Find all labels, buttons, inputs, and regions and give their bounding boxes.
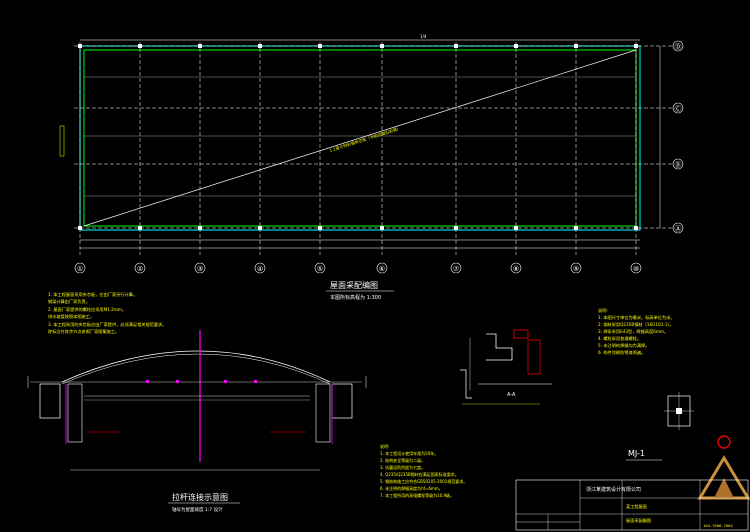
vertical-axis-lines (79, 42, 637, 255)
drawing-number: 104-7008-7064 (703, 523, 733, 528)
slope-note: 1.2英寸的彩钢夹芯板（卡扣式暗扣彩钢） (328, 125, 401, 153)
axis-label-2: ② (137, 265, 143, 273)
svg-text:3. 抗震设防烈度为七度。: 3. 抗震设防烈度为七度。 (380, 464, 425, 470)
svg-text:钢梁计算由厂家负责。: 钢梁计算由厂家负责。 (48, 298, 90, 305)
notes-left: 1. 本工程屋面采用夹芯板，应由厂家另行计算。 钢梁计算由厂家负责。 2. 屋面… (48, 291, 166, 335)
left-marker (59, 125, 65, 157)
svg-text:1. 本工程设计使用年限为50年。: 1. 本工程设计使用年限为50年。 (380, 450, 438, 456)
axis-label-9: ⑨ (573, 265, 579, 273)
notes-right: 说明: 1. 本图尺寸单位为毫米，标高单位为米。 2. 钢材采用Q235B钢材（… (598, 307, 675, 356)
svg-text:3. 焊条采用E43型，焊缝高度6mm。: 3. 焊条采用E43型，焊缝高度6mm。 (598, 328, 668, 335)
aa-detail (460, 329, 552, 405)
svg-text:6. 未注明的焊缝高度为hf=6mm。: 6. 未注明的焊缝高度为hf=6mm。 (380, 485, 443, 491)
plan-title: 屋面采配编图 (330, 280, 378, 290)
company-name: 浙江某建筑设计有限公司 (586, 486, 641, 493)
svg-text:5. 钢结构施工应符合GB50205-2001规范要求。: 5. 钢结构施工应符合GB50205-2001规范要求。 (380, 478, 467, 484)
svg-text:1. 本图尺寸单位为毫米，标高单位为米。: 1. 本图尺寸单位为毫米，标高单位为米。 (598, 314, 675, 321)
axis-label-3: ③ (197, 265, 203, 273)
svg-text:2. 钢材采用Q235B钢材（16G101-1）。: 2. 钢材采用Q235B钢材（16G101-1）。 (598, 321, 674, 328)
svg-text:1. 本工程屋面采用夹芯板，应由厂家另行计算。: 1. 本工程屋面采用夹芯板，应由厂家另行计算。 (48, 291, 137, 298)
axis-label-1: ① (77, 265, 83, 273)
horizontal-axis-lines (74, 45, 672, 229)
svg-text:说明:: 说明: (598, 307, 608, 314)
svg-text:5. 未注明的焊缝均为满焊。: 5. 未注明的焊缝均为满焊。 (598, 342, 649, 349)
drawing-name: 屋面采配编图 (626, 517, 651, 524)
diagonal-bracing (83, 49, 637, 227)
axis-label-6: ⑥ (379, 265, 385, 273)
svg-text:说明:: 说明: (380, 443, 389, 449)
section-title: 拉杆连接示意图 (172, 492, 228, 502)
svg-text:4. 螺栓采用普通螺栓。: 4. 螺栓采用普通螺栓。 (598, 335, 641, 342)
svg-text:除标注外其余节点参照厂家图集施工。: 除标注外其余节点参照厂家图集施工。 (48, 328, 119, 335)
aa-label: A-A (507, 392, 516, 398)
svg-text:3. 本工程采用的夹芯板应由厂家提供，必须满足相关规范要求。: 3. 本工程采用的夹芯板应由厂家提供，必须满足相关规范要求。 (48, 321, 166, 328)
axis-label-10: ⑩ (633, 265, 639, 273)
axis-label-7: ⑦ (453, 265, 459, 273)
svg-text:7. 本工程所用的高强螺栓等级为10.9级。: 7. 本工程所用的高强螺栓等级为10.9级。 (380, 492, 454, 498)
plan-subtitle: 本图所标高程为 1:300 (330, 294, 381, 301)
svg-text:6. 构件涂刷防锈漆两遍。: 6. 构件涂刷防锈漆两遍。 (598, 349, 645, 356)
top-dimension: 1/4 (420, 34, 427, 39)
mj-detail (664, 392, 694, 430)
axis-label-b: Ⓑ (675, 161, 682, 169)
axis-label-5: ⑤ (317, 265, 323, 273)
axis-number-bubbles (74, 40, 684, 274)
notes-bottom: 说明: 1. 本工程设计使用年限为50年。 2. 结构安全等级为二级。 3. 抗… (380, 443, 467, 498)
project-name: 某工程屋面 (626, 503, 647, 510)
svg-text:排水坡度按照本图施工。: 排水坡度按照本图施工。 (48, 313, 94, 320)
svg-text:2. 结构安全等级为二级。: 2. 结构安全等级为二级。 (380, 457, 425, 463)
watermark-logo (697, 435, 750, 500)
axis-label-c: Ⓒ (675, 105, 682, 113)
title-block (515, 479, 749, 531)
section-subtitle: 轴号为屋面坡度 1:7 设计 (172, 506, 223, 513)
svg-text:4. Q235/Q235B钢材应满足国家标准要求。: 4. Q235/Q235B钢材应满足国家标准要求。 (380, 471, 459, 477)
roof-plan: 1/4 (59, 34, 672, 255)
axis-label-d: Ⓓ (675, 43, 682, 51)
column-marks (78, 44, 638, 230)
svg-text:2. 屋面厂家提供的螺栓应采用M1.2mm。: 2. 屋面厂家提供的螺栓应采用M1.2mm。 (48, 306, 126, 313)
mj-label: MJ-1 (628, 449, 645, 458)
purlins (84, 76, 636, 197)
axis-label-4: ④ (257, 265, 263, 273)
axis-label-a: Ⓐ (675, 225, 682, 233)
section-drawing (27, 330, 367, 471)
axis-label-8: ⑧ (513, 265, 519, 273)
